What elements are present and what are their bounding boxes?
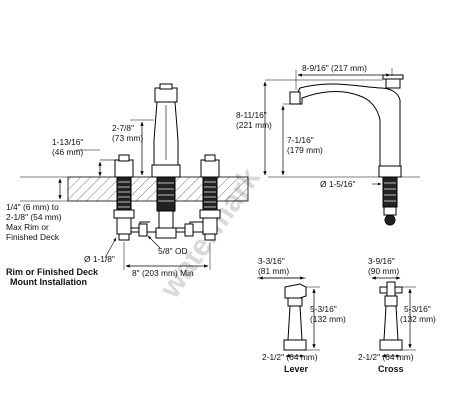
deck-thickness-label-3: Max Rim or	[6, 222, 49, 232]
lever-height-label-2: (132 mm)	[310, 314, 346, 324]
supply-dia-label: Ø 1-1/8"	[84, 254, 115, 264]
deck-thickness-label-2: 2-1/8" (54 mm)	[6, 212, 62, 222]
above-deck-side-label-1: 1-13/16"	[52, 137, 83, 147]
lever-label: Lever	[284, 364, 309, 374]
spout-height-front-label-2: (73 mm)	[112, 133, 143, 143]
right-valve	[199, 154, 221, 241]
spout-height-label-2: (221 mm)	[236, 120, 272, 130]
lever-width-label-2: (81 mm)	[258, 266, 289, 276]
deck-mount-view	[20, 83, 249, 270]
cross-width-label-2: (90 mm)	[368, 266, 399, 276]
spout-base-dia-label: Ø 1-5/16"	[320, 179, 356, 189]
spout-height-front-label-1: 2-7/8"	[112, 123, 134, 133]
install-caption-1: Rim or Finished Deck	[6, 267, 99, 277]
cross-handle-view	[371, 276, 416, 358]
lever-handle-view	[257, 276, 320, 358]
install-caption-2: Mount Installation	[10, 277, 87, 287]
tube-od-label: 5/8" OD	[158, 246, 188, 256]
deck-thickness-label-4: Finished Deck	[6, 232, 60, 242]
spout-arm	[295, 83, 401, 171]
cross-base-label: 2-1/2" (64 mm)	[358, 352, 414, 362]
cross-height-label-1: 5-3/16"	[404, 304, 431, 314]
spout-reach-label: 8-9/16" (217 mm)	[302, 63, 367, 73]
center-spout	[151, 83, 181, 239]
supply-tubes	[131, 221, 203, 237]
cross-width-label-1: 3-9/16"	[368, 256, 395, 266]
spout-side-view	[263, 68, 420, 226]
lever-width-label-1: 3-3/16"	[258, 256, 285, 266]
lever-height-label-1: 5-3/16"	[310, 304, 337, 314]
deck-thickness-label-1: 1/4" (6 mm) to	[6, 202, 59, 212]
cross-label: Cross	[378, 364, 404, 374]
spout-height-label-1: 8-11/16"	[236, 110, 267, 120]
center-spread-label: 8" (203 mm) Min	[132, 268, 194, 278]
labels: 1-13/16" (46 mm) 2-7/8" (73 mm) 1/4" (6 …	[6, 63, 436, 374]
left-valve	[113, 154, 135, 241]
spout-clearance-label-1: 7-1/16"	[287, 135, 314, 145]
above-deck-side-label-2: (46 mm)	[52, 147, 83, 157]
cross-height-label-2: (132 mm)	[400, 314, 436, 324]
spout-clearance-label-2: (179 mm)	[287, 145, 323, 155]
lever-base-label: 2-1/2" (64 mm)	[262, 352, 318, 362]
